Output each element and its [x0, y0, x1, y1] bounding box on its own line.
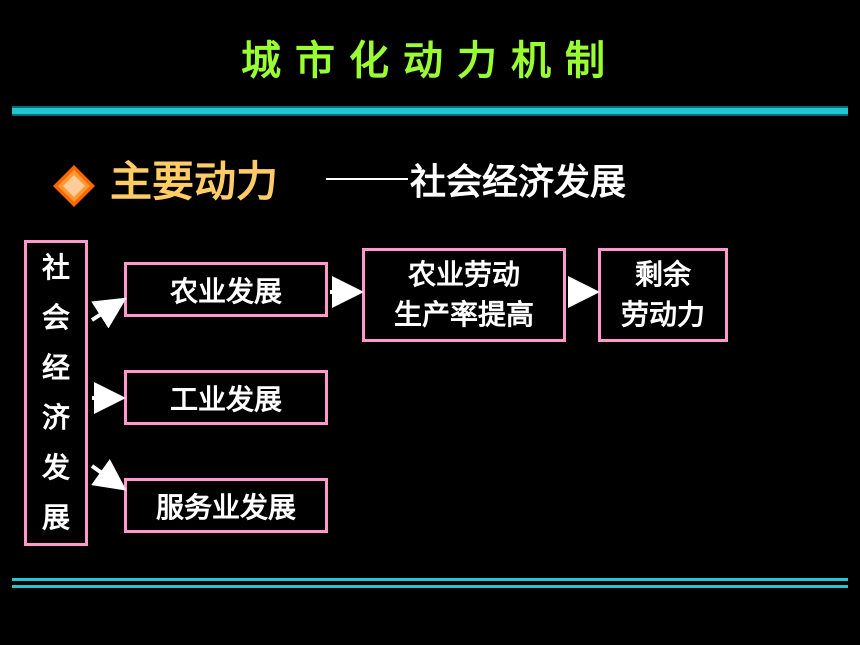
bottom-divider-2: [12, 585, 848, 588]
arrow-to-service: [90, 459, 127, 491]
box-society-char: 社: [41, 251, 70, 284]
box-society-char: 发: [41, 451, 70, 484]
box-productivity-line: 生产率提高: [393, 298, 534, 331]
box-society-economy: 社 会 经 济 发 展: [24, 240, 88, 546]
box-surplus-labor: 剩余 劳动力: [598, 248, 728, 342]
bottom-divider-1: [12, 578, 848, 581]
box-society-char: 会: [41, 301, 70, 334]
diamond-bullet-icon: [53, 165, 95, 207]
box-society-char: 经: [41, 351, 70, 384]
box-society-char: 济: [41, 401, 70, 434]
top-divider: [12, 106, 848, 116]
box-productivity-line: 农业劳动: [407, 258, 520, 291]
box-society-char: 展: [41, 501, 70, 534]
headline-dash: [326, 178, 408, 180]
box-service: 服务业发展: [124, 478, 328, 533]
box-surplus-line: 劳动力: [620, 298, 705, 331]
slide-title: 城市化动力机制: [241, 38, 619, 84]
box-agriculture: 农业发展: [124, 262, 328, 317]
headline-sub: 社会经济发展: [410, 162, 627, 203]
headline-main: 主要动力: [110, 157, 279, 206]
arrow-to-agriculture: [90, 297, 127, 329]
box-productivity: 农业劳动 生产率提高: [362, 248, 566, 342]
box-industry: 工业发展: [124, 370, 328, 425]
box-surplus-line: 剩余: [634, 258, 691, 291]
